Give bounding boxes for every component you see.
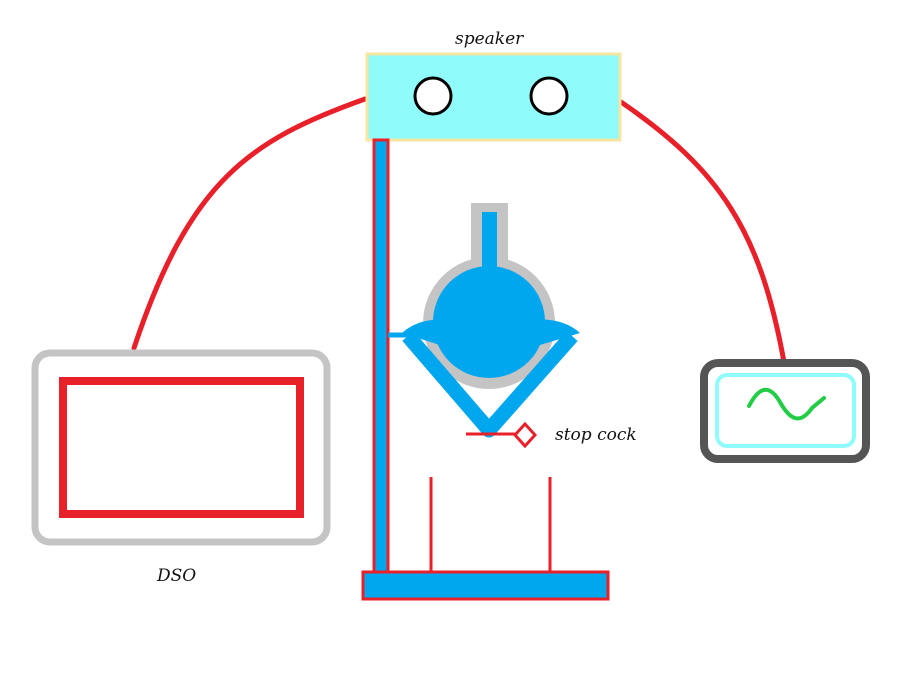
dso-screen: [59, 377, 304, 518]
dso-label: DSO: [156, 566, 196, 586]
speaker-body: [365, 52, 622, 142]
stop-cock-label: stop cock: [555, 425, 637, 445]
stand-rod: [372, 138, 390, 575]
stop-cock-handle: [512, 421, 538, 449]
dso: [31, 349, 331, 546]
flask: [388, 203, 580, 438]
speaker-label: speaker: [455, 29, 524, 49]
speaker-cone-right: [529, 76, 569, 116]
sine-wave-icon: [747, 387, 826, 421]
wire-speaker-to-generator: [618, 99, 787, 365]
speaker: [365, 52, 622, 142]
flask-funnel: [402, 331, 578, 438]
stop-cock: [466, 421, 538, 449]
signal-generator: [700, 359, 870, 463]
flask-wing-right: [534, 319, 580, 345]
flask-neck: [482, 212, 497, 272]
speaker-cone-left: [413, 76, 453, 116]
stand-base: [361, 570, 610, 601]
wire-speaker-to-dso: [131, 96, 368, 351]
flask-bulb: [433, 266, 545, 378]
